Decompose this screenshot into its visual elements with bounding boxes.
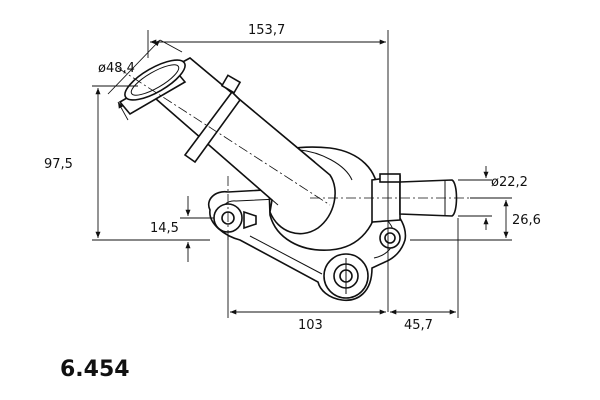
clamp-tab bbox=[220, 74, 242, 94]
dim-hole-offset: 14,5 bbox=[150, 221, 179, 236]
inlet-tube bbox=[138, 57, 336, 235]
clamp-band bbox=[183, 90, 242, 164]
tube-edge-lower bbox=[139, 84, 279, 206]
outlet-collar bbox=[379, 173, 401, 183]
tube-edge-upper bbox=[189, 57, 316, 163]
part-number: 6.454 bbox=[60, 357, 130, 382]
outlet-spigot bbox=[399, 179, 458, 217]
inlet-mouth-inner bbox=[130, 64, 180, 96]
bolt-hole-bottom bbox=[323, 253, 369, 299]
flange-rib bbox=[249, 235, 323, 275]
inlet-mouth bbox=[124, 59, 186, 101]
outlet-tube bbox=[371, 175, 401, 223]
bolt-hole-right bbox=[379, 227, 401, 249]
dim-overall-width: 153,7 bbox=[248, 23, 285, 38]
dim-outlet-height: 26,6 bbox=[512, 213, 541, 228]
dim-inlet-diameter: ø48,4 bbox=[98, 61, 135, 76]
dim-outlet-diameter: ø22,2 bbox=[491, 175, 528, 190]
centerlines bbox=[117, 67, 470, 240]
dome-shoulder bbox=[299, 149, 353, 181]
dim-height: 97,5 bbox=[44, 157, 73, 172]
dimension-lines bbox=[92, 30, 512, 318]
dim-hole-spacing: 103 bbox=[298, 318, 323, 333]
thermostat-housing bbox=[118, 57, 458, 301]
dim-outlet-extension: 45,7 bbox=[404, 318, 433, 333]
